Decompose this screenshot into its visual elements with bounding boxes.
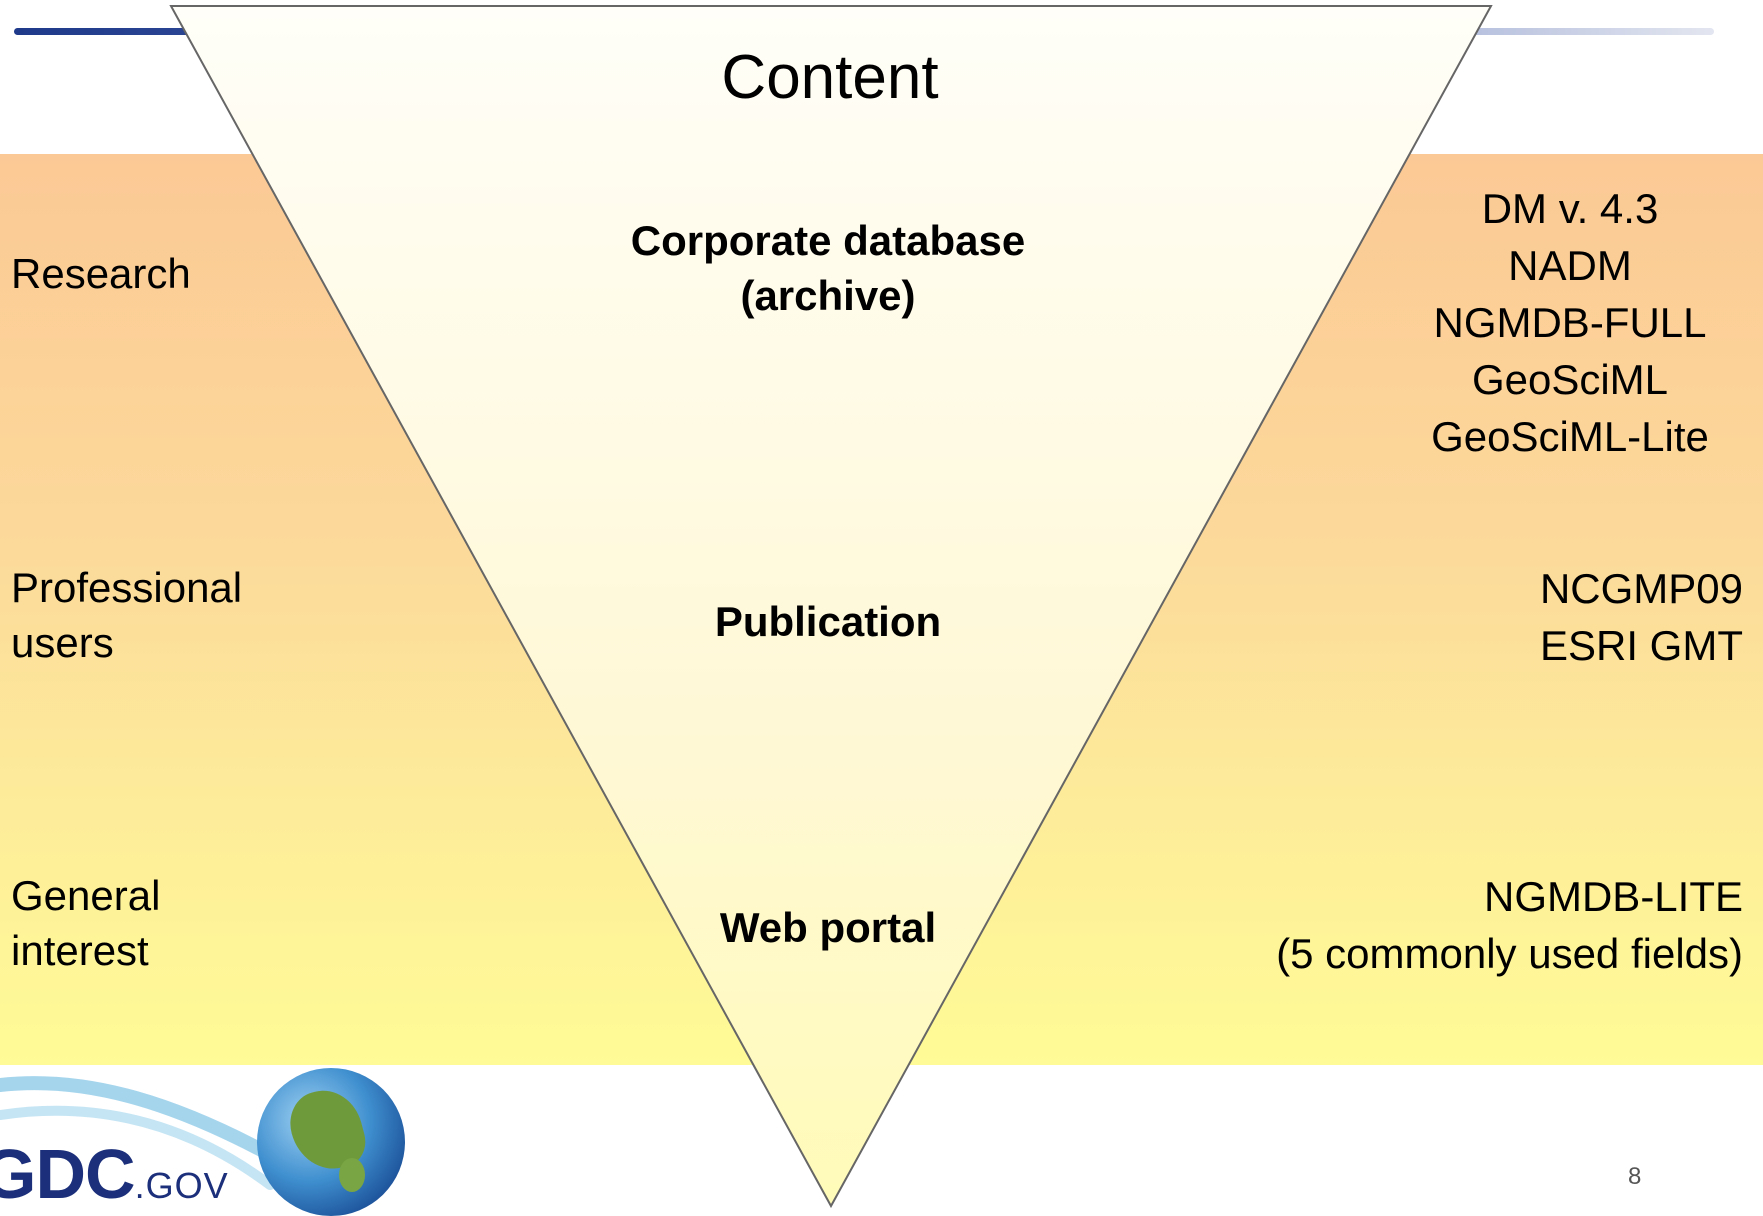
format-item: DM v. 4.3 (1481, 185, 1659, 232)
tier-label-web-portal: Web portal (558, 900, 1098, 955)
format-item: NGMDB-LITE (1483, 873, 1743, 920)
format-item: GeoSciML-Lite (1431, 413, 1709, 460)
logo-text-main: GDC (0, 1135, 136, 1213)
logo-swoosh (0, 1076, 287, 1190)
format-item: (5 commonly used fields) (1276, 930, 1743, 977)
audience-line: users (11, 619, 114, 666)
format-item: NADM (1508, 242, 1632, 289)
format-list-web-portal: NGMDB-LITE (5 commonly used fields) (1276, 868, 1743, 982)
audience-line: Professional (11, 564, 243, 611)
format-item: NGMDB-FULL (1433, 299, 1707, 346)
tier-label-publication: Publication (558, 594, 1098, 649)
format-item: GeoSciML (1471, 356, 1669, 403)
tier-label-corporate-database: Corporate database (archive) (558, 213, 1098, 323)
audience-label-general-interest: General interest (11, 868, 160, 978)
tier-line: Web portal (719, 904, 937, 951)
page-number: 8 (1628, 1163, 1642, 1190)
format-list-publication: NCGMP09 ESRI GMT (1540, 560, 1743, 674)
tier-line: (archive) (740, 272, 916, 319)
audience-line: interest (11, 927, 149, 974)
audience-line: Research (11, 250, 191, 297)
tier-line: Publication (714, 598, 942, 645)
audience-label-professional-users: Professional users (11, 560, 242, 670)
audience-line: General (11, 872, 161, 919)
globe-icon (257, 1068, 405, 1216)
logo-wordmark: GDC.GOV (0, 1134, 229, 1214)
audience-label-research: Research (11, 246, 191, 301)
diagram-title: Content (721, 43, 939, 112)
format-item: ESRI GMT (1539, 622, 1743, 669)
logo-text-suffix: .GOV (134, 1165, 229, 1206)
format-list-corporate: DM v. 4.3 NADM NGMDB-FULL GeoSciML GeoSc… (1390, 180, 1750, 465)
format-item: NCGMP09 (1539, 565, 1743, 612)
tier-line: Corporate database (630, 217, 1026, 264)
